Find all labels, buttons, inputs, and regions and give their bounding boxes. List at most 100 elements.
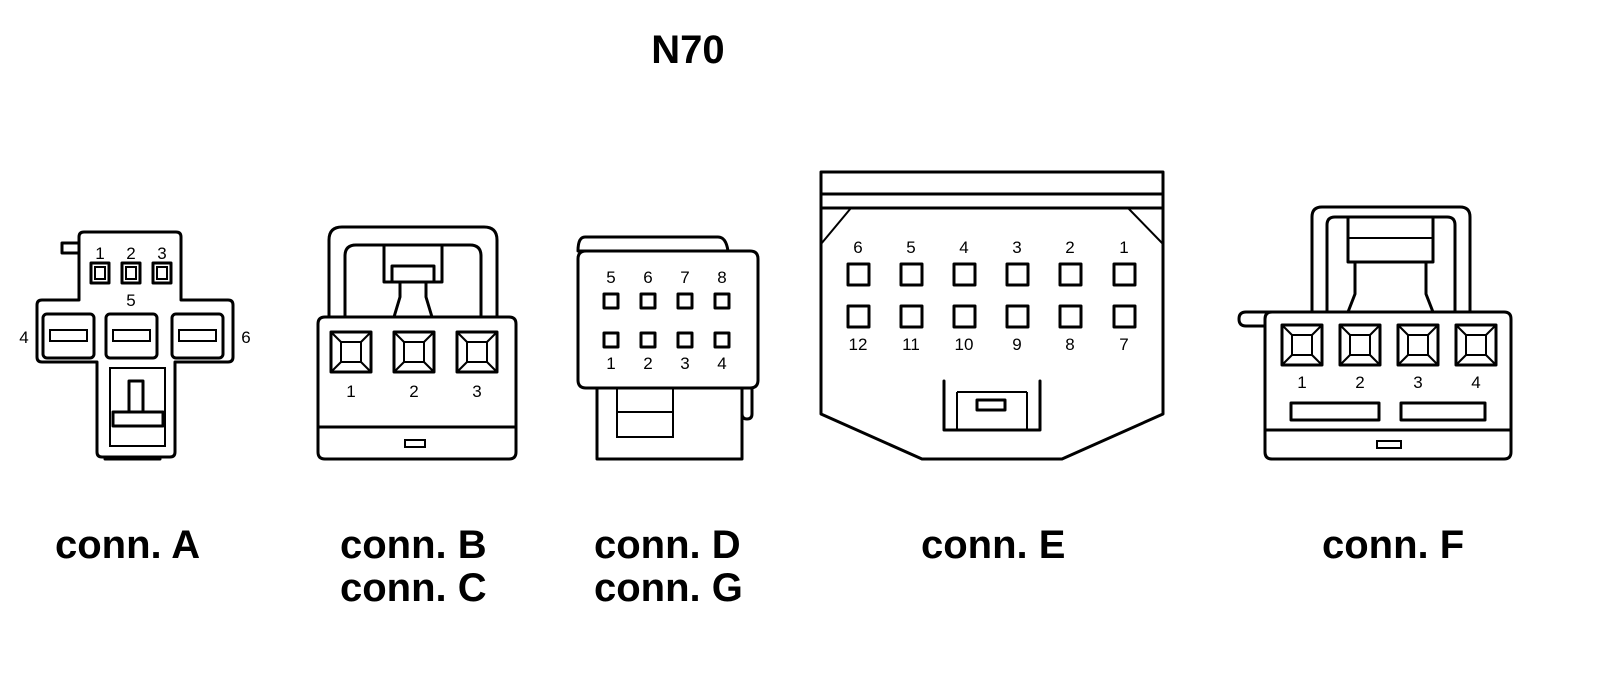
connector-bc-lever-arm-left [392,280,402,319]
connector-bc: 1 2 3 [316,225,518,461]
connector-bc-lever-hub [382,243,444,284]
connector-e-chamfer-right [1127,207,1164,245]
pin-label: 5 [126,291,135,310]
connector-d-label: conn. D [594,523,741,567]
connector-a: 1 2 3 5 4 6 [19,230,251,461]
pin-label: 4 [1471,373,1480,392]
connector-e-pin-4 [952,262,977,287]
connector-f-lever-inner [1325,215,1457,314]
connector-a-lower-slot [109,367,166,447]
pin-label: 10 [955,335,974,354]
connector-c-label: conn. C [340,566,487,610]
connector-e-pin-10 [952,304,977,329]
connector-e-pin-6 [846,262,871,287]
connector-f-lever-arm-left [1346,260,1357,314]
pin-label: 7 [680,268,689,287]
connector-bc-lever-hub-top [390,264,436,284]
connector-a-label: conn. A [55,523,200,567]
connector-b-label: conn. B [340,523,487,567]
connector-a-pin-1 [89,261,111,285]
connector-e-housing [819,170,1165,461]
connector-bc-pin-2 [392,330,436,374]
connector-e-pin-3 [1005,262,1030,287]
connector-f-pin-2 [1338,323,1382,367]
pin-label: 7 [1119,335,1128,354]
connector-bc-lever-arm-right [424,280,434,319]
connector-g-label: conn. G [594,566,743,610]
pin-label: 4 [959,238,968,257]
pin-label: 3 [680,354,689,373]
connector-bc-pin-1 [329,330,373,374]
connector-dg-lower-body [595,388,744,461]
connector-a-pin-5 [104,312,159,360]
pin-label: 12 [849,335,868,354]
pin-label: 1 [346,382,355,401]
connector-dg-pin-4 [713,331,731,349]
connector-f-label: conn. F [1322,523,1464,567]
connector-e-lock-tab [975,398,1007,412]
connector-e-pin-12 [846,304,871,329]
pin-label: 1 [606,354,615,373]
pin-label: 2 [126,244,135,263]
connector-f-pin-1 [1280,323,1324,367]
connector-f-tab [1376,440,1402,449]
pin-label: 6 [853,238,862,257]
pin-label: 2 [1355,373,1364,392]
pin-label: 3 [1413,373,1422,392]
connector-f: 1 2 3 4 [1237,205,1513,461]
connector-dg-pin-2 [639,331,657,349]
connector-e-pin-9 [1005,304,1030,329]
connector-f-pin-3 [1396,323,1440,367]
pin-label: 5 [906,238,915,257]
connector-dg-pin-7 [676,292,694,310]
connector-e-pin-1 [1112,262,1137,287]
connector-e-pin-11 [899,304,924,329]
connector-dg-pin-8 [713,292,731,310]
pin-label: 2 [1065,238,1074,257]
connector-e-pin-5 [899,262,924,287]
pin-label: 8 [1065,335,1074,354]
connector-bc-lever-inner [343,243,483,319]
pin-label: 3 [157,244,166,263]
connector-f-lever-outer [1310,205,1472,314]
connector-bc-pin-3 [455,330,499,374]
connector-dg-back-plate [576,235,730,253]
connector-e-lock-frame [942,379,1042,432]
pin-label: 1 [95,244,104,263]
connector-a-latch [60,241,81,255]
connector-a-pin-6 [170,312,225,360]
connector-f-lever-hub [1346,215,1435,264]
connector-dg: 5 6 7 8 1 2 3 4 [576,235,760,461]
connector-dg-pin-3 [676,331,694,349]
pin-label: 5 [606,268,615,287]
pin-label: 2 [409,382,418,401]
connector-dg-pin-1 [602,331,620,349]
connector-dg-housing [576,249,760,390]
connector-a-pin-2 [120,261,142,285]
connector-dg-pin-5 [602,292,620,310]
connector-e: 6 5 4 3 2 1 12 11 10 9 8 7 [819,170,1165,461]
connector-f-slot-right [1399,401,1487,422]
pin-label: 3 [472,382,481,401]
connector-dg-pin-6 [639,292,657,310]
connector-e-pin-2 [1058,262,1083,287]
connector-a-pin-4 [41,312,96,360]
connector-f-housing [1263,310,1513,461]
connector-bc-tab [404,439,426,448]
connector-f-lever-arm-right [1424,260,1435,314]
pin-label: 4 [19,328,28,347]
pin-label: 4 [717,354,726,373]
connector-bc-lever-outer [327,225,499,319]
pin-label: 1 [1297,373,1306,392]
pin-label: 6 [241,328,250,347]
pin-label: 3 [1012,238,1021,257]
connector-f-slot-left [1289,401,1381,422]
connector-e-pin-8 [1058,304,1083,329]
pin-label: 1 [1119,238,1128,257]
connector-a-key-bar [111,410,165,428]
connector-e-label: conn. E [921,523,1065,567]
pin-label: 11 [902,335,920,354]
page-title: N70 [651,28,724,72]
pin-label: 6 [643,268,652,287]
connector-f-pin-4 [1454,323,1498,367]
